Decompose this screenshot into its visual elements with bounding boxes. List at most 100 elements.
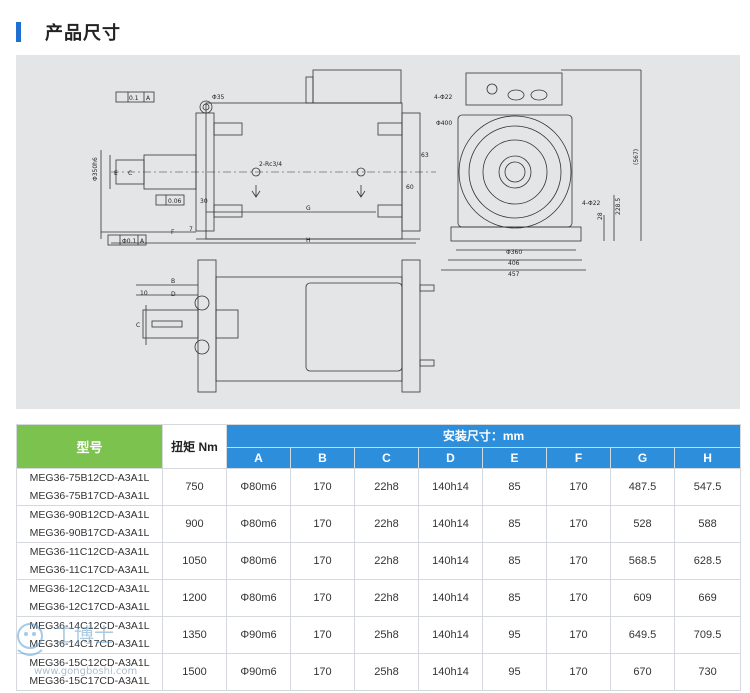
dimension-cell-a: Φ80m6 — [226, 505, 291, 543]
dimension-cell-a: Φ80m6 — [226, 468, 291, 506]
model-name: MEG36-12C12CD-A3A1L — [29, 583, 150, 595]
torque-cell: 1050 — [162, 542, 227, 580]
column-header-h: H — [673, 446, 742, 469]
drawing-label: 406 — [508, 260, 520, 267]
torque-cell: 1200 — [162, 579, 227, 617]
model-name: MEG36-15C17CD-A3A1L — [29, 675, 150, 687]
drawing-label: F — [171, 229, 175, 236]
drawing-label: 4-Φ22 — [434, 94, 453, 101]
dimension-cell-b: 170 — [290, 653, 355, 691]
dimension-cell-h: 730 — [673, 653, 742, 691]
section-header: 产品尺寸 — [16, 20, 121, 44]
drawing-label: 0.06 — [168, 198, 182, 205]
column-group-header: 安装尺寸：mm — [225, 424, 742, 448]
dimension-cell-f: 170 — [546, 505, 611, 543]
drawing-label: G — [306, 205, 311, 212]
model-name: MEG36-14C17CD-A3A1L — [29, 638, 150, 650]
column-header-f: F — [546, 446, 611, 469]
dimension-cell-e: 85 — [482, 579, 547, 617]
model-name: MEG36-14C12CD-A3A1L — [29, 620, 150, 632]
dimension-cell-f: 170 — [546, 579, 611, 617]
model-cell: MEG36-14C12CD-A3A1L MEG36-14C17CD-A3A1L — [16, 616, 163, 654]
drawing-label: 10 — [140, 290, 148, 297]
drawing-label: 63 — [421, 152, 429, 159]
dimension-cell-g: 487.5 — [610, 468, 675, 506]
model-name: MEG36-15C12CD-A3A1L — [29, 657, 150, 669]
drawing-label: E — [114, 170, 118, 177]
dimension-cell-c: 22h8 — [354, 542, 419, 580]
column-header-a: A — [226, 446, 291, 469]
column-header-torque: 扭矩 Nm — [162, 424, 227, 469]
torque-cell: 1350 — [162, 616, 227, 654]
drawing-label: C — [128, 170, 132, 177]
dimension-cell-a: Φ80m6 — [226, 579, 291, 617]
dimension-cell-b: 170 — [290, 542, 355, 580]
table-row: MEG36-15C12CD-A3A1L MEG36-15C17CD-A3A1L 15… — [16, 653, 742, 691]
dimension-cell-f: 170 — [546, 542, 611, 580]
drawing-label: D — [171, 291, 176, 298]
column-header-c: C — [354, 446, 419, 469]
drawing-label: B — [171, 278, 175, 285]
bottom-terminal-plate — [305, 282, 403, 372]
side-flange-outline — [457, 114, 573, 228]
dimension-cell-c: 22h8 — [354, 505, 419, 543]
dimension-cell-e: 85 — [482, 468, 547, 506]
bottom-end-left — [197, 259, 217, 393]
column-header-model: 型号 — [16, 424, 163, 469]
bottom-end-right — [401, 259, 421, 393]
dimension-cell-g: 649.5 — [610, 616, 675, 654]
dimension-cell-h: 547.5 — [673, 468, 742, 506]
dimension-cell-b: 170 — [290, 579, 355, 617]
dimension-cell-b: 170 — [290, 616, 355, 654]
drawing-label: 228.5 — [615, 198, 622, 215]
dimension-cell-f: 170 — [546, 468, 611, 506]
torque-cell: 1500 — [162, 653, 227, 691]
dimension-cell-h: 709.5 — [673, 616, 742, 654]
dimension-cell-f: 170 — [546, 616, 611, 654]
drawing-label: Φ0.1 — [122, 238, 136, 245]
drawing-label: A — [140, 238, 145, 245]
column-header-g: G — [610, 446, 675, 469]
drawing-label: Φ360 — [506, 249, 522, 256]
dimension-cell-c: 25h8 — [354, 616, 419, 654]
drawing-label: 4-Φ22 — [582, 200, 601, 207]
column-header-e: E — [482, 446, 547, 469]
dimension-cell-g: 609 — [610, 579, 675, 617]
torque-cell: 900 — [162, 505, 227, 543]
dimension-cell-c: 25h8 — [354, 653, 419, 691]
dimension-cell-d: 140h14 — [418, 505, 483, 543]
side-terminal-box — [465, 72, 563, 106]
dimension-cell-a: Φ90m6 — [226, 616, 291, 654]
dimension-drawing: 0.1 A Φ35 0.06 Φ0.1 A 2-Rc3/4 63 60 30 7… — [16, 55, 740, 409]
drawing-label: Φ35 — [212, 94, 225, 101]
drawing-label: Φ400 — [436, 120, 452, 127]
dimension-cell-g: 568.5 — [610, 542, 675, 580]
section-accent-bar — [16, 22, 21, 42]
dimension-cell-g: 670 — [610, 653, 675, 691]
dimension-cell-e: 95 — [482, 616, 547, 654]
drawing-label: 2-Rc3/4 — [259, 161, 282, 168]
drawing-label: 28 — [597, 212, 604, 220]
drawing-label: A — [146, 95, 151, 102]
bottom-shaft — [142, 309, 199, 339]
dimension-cell-h: 588 — [673, 505, 742, 543]
motor-body-outline — [205, 102, 403, 240]
column-header-d: D — [418, 446, 483, 469]
drawing-label: C — [136, 322, 140, 329]
terminal-box-outline — [312, 69, 402, 104]
model-name: MEG36-75B17CD-A3A1L — [29, 490, 150, 502]
model-name: MEG36-11C12CD-A3A1L — [29, 546, 150, 558]
dimension-cell-b: 170 — [290, 468, 355, 506]
dimension-cell-d: 140h14 — [418, 579, 483, 617]
